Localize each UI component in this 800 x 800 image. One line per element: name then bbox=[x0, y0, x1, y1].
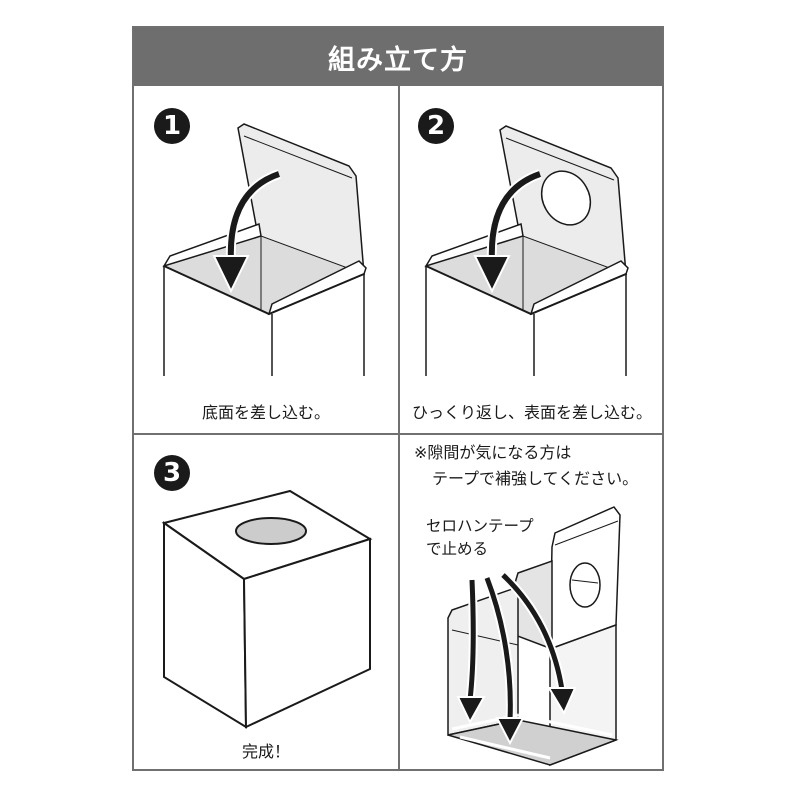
step-1-panel: 1 底面を差し込む。 bbox=[134, 86, 398, 433]
grid-divider-vertical bbox=[398, 86, 400, 771]
step-number-badge: 3 bbox=[154, 455, 190, 491]
tape-tip-panel: ※隙間が気になる方は テープで補強してください。 セロハンテープ で止める bbox=[400, 435, 664, 771]
step-2-panel: 2 ひっくり返し、表面を差し込む。 bbox=[400, 86, 664, 433]
slot-opening bbox=[235, 517, 307, 545]
step-caption: 底面を差し込む。 bbox=[201, 403, 330, 422]
grid-divider-horizontal bbox=[134, 433, 662, 435]
taped-box-illustration bbox=[447, 506, 621, 767]
step-number: 1 bbox=[162, 111, 182, 141]
tip-note-line-2: テープで補強してください。 bbox=[432, 469, 639, 488]
tape-label-line-1: セロハンテープ bbox=[426, 517, 534, 535]
header-bar: 組み立て方 bbox=[134, 28, 662, 86]
page-title: 組み立て方 bbox=[328, 44, 468, 76]
assembly-instructions-sheet: 組み立て方 1 底面を差し込む。 2 bbox=[132, 26, 664, 771]
step-caption: ひっくり返し、表面を差し込む。 bbox=[411, 403, 652, 422]
step-caption: 完成！ bbox=[241, 742, 290, 761]
open-box-insert-bottom-illustration bbox=[162, 123, 367, 376]
completed-box-illustration bbox=[161, 489, 373, 729]
step-number: 3 bbox=[162, 458, 182, 488]
open-box-insert-top-illustration bbox=[424, 125, 629, 376]
tape-label-line-2: で止める bbox=[426, 540, 489, 558]
tip-note-line-1: ※隙間が気になる方は bbox=[414, 443, 572, 462]
step-number: 2 bbox=[426, 111, 446, 141]
step-3-panel: 3 完成！ bbox=[134, 435, 398, 771]
step-number-badge: 2 bbox=[418, 108, 454, 144]
step-number-badge: 1 bbox=[154, 108, 190, 144]
